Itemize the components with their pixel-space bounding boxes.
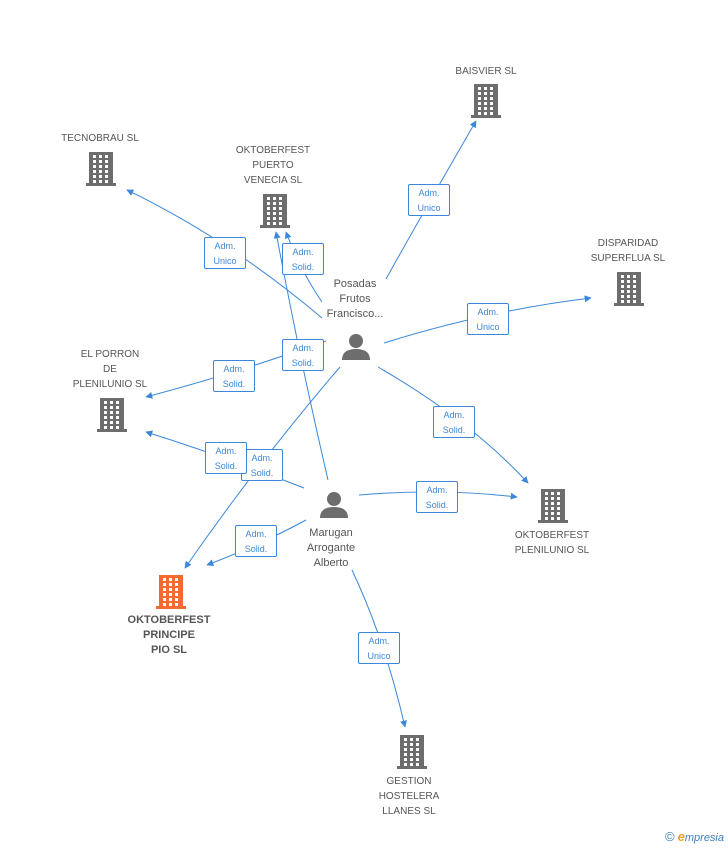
company-label-line: PRINCIPE <box>143 629 195 641</box>
company-label-el-porron[interactable]: EL PORRON DE PLENILUNIO SL <box>73 347 147 392</box>
role-badge-line: Adm. <box>477 307 499 317</box>
nodes-layer <box>86 84 644 769</box>
role-badge-posadas-to-el-porron[interactable]: Adm. Solid. <box>213 360 255 392</box>
person-label-line: Francisco... <box>326 308 384 320</box>
person-icon-marugan[interactable] <box>320 492 348 518</box>
company-label-oktoberfest-puerto-venecia[interactable]: OKTOBERFEST PUERTO VENECIA SL <box>236 143 310 188</box>
role-badge-posadas-to-oktoberfest-plenilunio[interactable]: Adm. Solid. <box>433 406 475 438</box>
role-badge-marugan-to-oktoberfest-puerto-venecia[interactable]: Adm. Solid. <box>282 339 324 371</box>
role-badge-posadas-to-tecnobrau[interactable]: Adm. Unico <box>204 237 246 269</box>
brand-logo-mark: e <box>677 829 685 844</box>
role-badge-line: Adm. <box>368 636 390 646</box>
role-badge-marugan-to-oktoberfest-plenilunio[interactable]: Adm. Solid. <box>416 481 458 513</box>
role-badge-line: Solid. <box>425 500 449 510</box>
company-label-line: PLENILUNIO SL <box>72 379 148 390</box>
role-badge-posadas-to-baisvier[interactable]: Adm. Unico <box>408 184 450 216</box>
building-icon-baisvier[interactable] <box>471 84 501 118</box>
company-label-line: OKTOBERFEST <box>127 614 211 626</box>
company-label-line: SUPERFLUA SL <box>590 253 666 264</box>
role-badge-line: Adm. <box>214 241 236 251</box>
role-badge-line: Adm. <box>215 446 237 456</box>
person-label-line: Alberto <box>313 557 349 569</box>
role-badge-line: Adm. <box>292 343 314 353</box>
person-label-line: Marugan <box>309 527 353 539</box>
company-label-line: DE <box>103 364 117 375</box>
role-badge-line: Solid. <box>244 544 268 554</box>
company-label-line: PLENILUNIO SL <box>514 545 590 556</box>
company-label-line: PIO SL <box>150 644 188 656</box>
role-badge-line: Solid. <box>222 379 246 389</box>
company-label-line: OKTOBERFEST <box>235 145 311 156</box>
person-label-line: Posadas <box>333 278 377 290</box>
role-badge-marugan-to-el-porron[interactable]: Adm. Solid. <box>205 442 247 474</box>
building-icon-tecnobrau[interactable] <box>86 152 116 186</box>
branding[interactable]: © empresia <box>665 829 724 844</box>
role-badge-posadas-to-oktoberfest-puerto-venecia[interactable]: Adm. Solid. <box>282 243 324 275</box>
company-label-tecnobrau[interactable]: TECNOBRAU SL <box>61 131 139 146</box>
role-badge-marugan-to-gestion-hostelera[interactable]: Adm. Unico <box>358 632 400 664</box>
role-badge-line: Adm. <box>251 453 273 463</box>
company-label-line: GESTION <box>386 776 432 787</box>
building-icon-oktoberfest-plenilunio[interactable] <box>538 489 568 523</box>
company-label-oktoberfest-plenilunio[interactable]: OKTOBERFEST PLENILUNIO SL <box>515 528 589 558</box>
company-label-oktoberfest-principe-pio[interactable]: OKTOBERFEST PRINCIPE PIO SL <box>128 613 211 658</box>
role-badge-line: Unico <box>367 651 391 661</box>
person-icon-posadas[interactable] <box>342 334 370 360</box>
company-label-gestion-hostelera[interactable]: GESTION HOSTELERA LLANES SL <box>379 774 440 819</box>
company-label-line: BAISVIER SL <box>455 66 517 77</box>
building-icon-oktoberfest-puerto-venecia[interactable] <box>260 194 290 228</box>
building-icon-oktoberfest-principe-pio[interactable] <box>156 575 186 609</box>
role-badge-line: Solid. <box>214 461 238 471</box>
person-label-line: Arrogante <box>306 542 356 554</box>
role-badge-line: Unico <box>417 203 441 213</box>
company-label-disparidad-superflua[interactable]: DISPARIDAD SUPERFLUA SL <box>591 236 665 266</box>
company-label-baisvier[interactable]: BAISVIER SL <box>455 64 516 79</box>
role-badge-line: Adm. <box>292 247 314 257</box>
person-label-line: Frutos <box>339 293 371 305</box>
role-badge-line: Solid. <box>250 468 274 478</box>
role-badge-line: Adm. <box>245 529 267 539</box>
company-label-line: DISPARIDAD <box>597 238 659 249</box>
building-icon-el-porron[interactable] <box>97 398 127 432</box>
role-badge-line: Solid. <box>291 358 315 368</box>
role-badge-line: Adm. <box>223 364 245 374</box>
role-badge-line: Adm. <box>418 188 440 198</box>
role-badge-posadas-to-oktoberfest-principe-pio[interactable]: Adm. Solid. <box>241 449 283 481</box>
company-label-line: LLANES SL <box>382 806 436 817</box>
company-label-line: EL PORRON <box>80 349 140 360</box>
company-label-line: PUERTO <box>252 160 294 171</box>
company-label-line: TECNOBRAU SL <box>61 133 139 144</box>
copyright-icon: © <box>664 829 675 844</box>
company-label-line: VENECIA SL <box>243 175 303 186</box>
role-badge-posadas-to-disparidad-superflua[interactable]: Adm. Unico <box>467 303 509 335</box>
building-icon-gestion-hostelera[interactable] <box>397 735 427 769</box>
role-badge-marugan-to-oktoberfest-principe-pio[interactable]: Adm. Solid. <box>235 525 277 557</box>
company-label-line: HOSTELERA <box>378 791 440 802</box>
role-badge-line: Unico <box>213 256 237 266</box>
role-badge-line: Adm. <box>426 485 448 495</box>
role-badge-line: Solid. <box>442 425 466 435</box>
role-badge-line: Adm. <box>443 410 465 420</box>
role-badge-line: Solid. <box>291 262 315 272</box>
brand-name: mpresia <box>684 832 724 844</box>
building-icon-disparidad-superflua[interactable] <box>614 272 644 306</box>
role-badge-line: Unico <box>476 322 500 332</box>
company-label-line: OKTOBERFEST <box>514 530 590 541</box>
